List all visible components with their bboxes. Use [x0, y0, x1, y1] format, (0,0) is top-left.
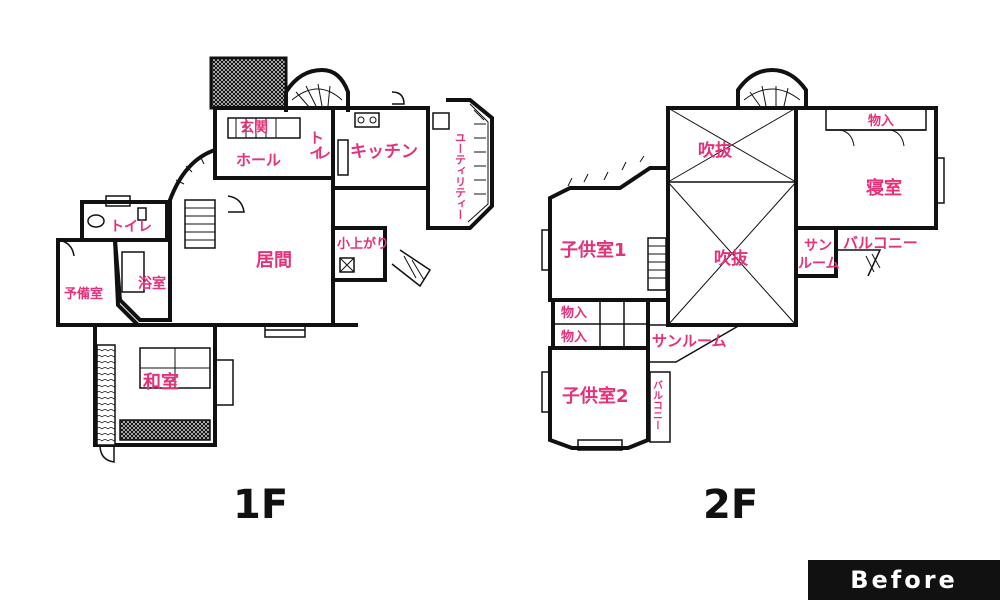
first-floor-labels: 玄関 ホール トイ レ キッチン ユーティリティー トイレ 浴室 予備室 居間 …: [64, 119, 467, 393]
room-label-utility: ユーティリティー: [454, 132, 467, 220]
room-label-balcony2: バルコニー: [651, 380, 663, 430]
room-label-bedroom: 寝室: [866, 177, 902, 199]
room-label-toilet2: トイレ: [110, 219, 152, 235]
room-label-closet1: 物入: [561, 305, 587, 321]
room-label-bath: 浴室: [138, 275, 166, 292]
room-label-koagari: 小上がり: [337, 236, 389, 252]
room-label-genkan: 玄関: [240, 119, 268, 136]
room-label-balcony1: バルコニー: [843, 234, 918, 252]
room-label-hall: ホール: [236, 151, 281, 169]
floor-label-1f: 1F: [233, 482, 288, 528]
room-label-sunroom1-a: サン: [804, 238, 832, 254]
room-label-child1: 子供室1: [560, 239, 627, 261]
room-label-sunroom1-b: ルーム: [798, 256, 840, 272]
second-floor-plan: [541, 67, 945, 451]
room-label-kitchen: キッチン: [350, 142, 418, 162]
room-label-child2: 子供室2: [562, 385, 629, 407]
room-label-living: 居間: [256, 250, 292, 271]
room-label-closet2: 物入: [561, 329, 587, 345]
room-label-washitsu: 和室: [143, 371, 179, 393]
room-label-void1: 吹抜: [698, 140, 733, 161]
before-badge: Before: [808, 560, 1000, 600]
first-floor-plan: [56, 56, 494, 463]
room-label-toilet-b: レ: [316, 144, 331, 162]
second-floor-labels: 吹抜 吹抜 物入 寝室 子供室1 サン ルーム バルコニー 物入 物入 サンルー…: [560, 113, 918, 430]
room-label-spare: 予備室: [64, 286, 103, 302]
room-label-closet-top: 物入: [868, 113, 894, 129]
room-label-void2: 吹抜: [714, 248, 749, 269]
floor-label-2f: 2F: [703, 482, 758, 528]
room-label-sunroom2: サンルーム: [652, 332, 727, 350]
room-label-toilet-a: トイ: [307, 130, 325, 160]
